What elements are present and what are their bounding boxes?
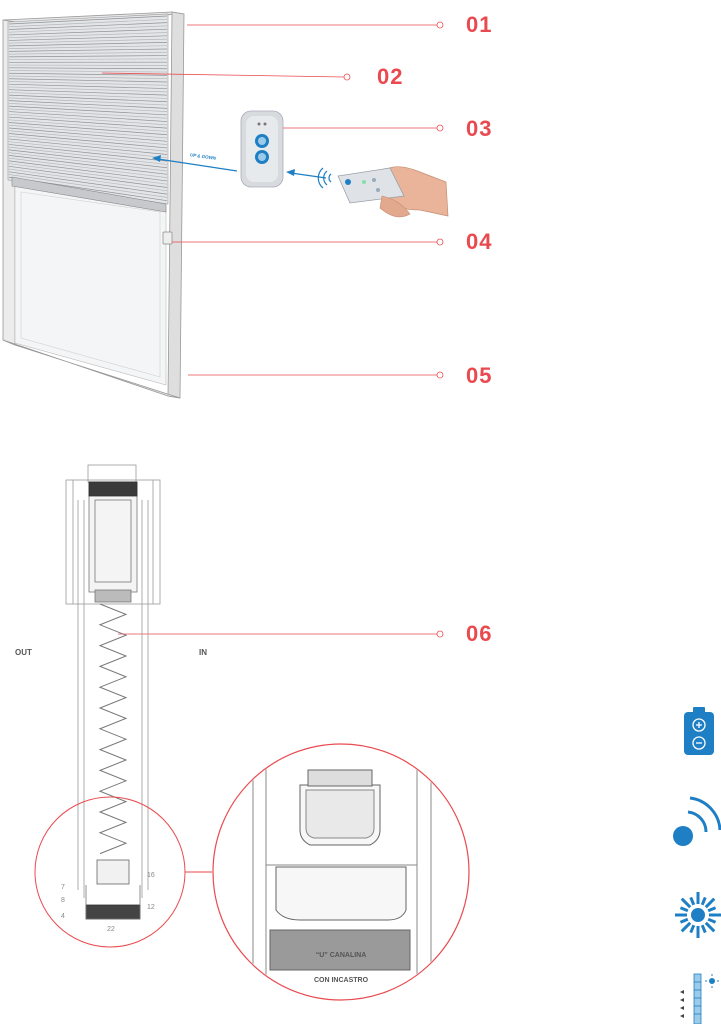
callout-06: 06 [466, 621, 493, 646]
dim-top: 16 [147, 872, 155, 879]
callout-03: 03 [466, 116, 493, 141]
blind-sun-icon [680, 973, 719, 1024]
callout-lines [101, 21, 444, 638]
wall-receiver [240, 110, 284, 188]
cross-section [65, 464, 161, 920]
remote-arrow [286, 169, 327, 179]
in-label: IN [199, 648, 207, 657]
caption-line1: “U” CANALINA [315, 952, 367, 959]
dim-c: 4 [61, 913, 65, 920]
pleat-zigzag [98, 603, 128, 855]
dim-bottom: 22 [107, 926, 115, 933]
blind-bottom-rail [11, 176, 167, 213]
up-down-arrow [152, 155, 238, 172]
detail-zoom [212, 743, 470, 1001]
callout-01: 01 [466, 12, 493, 37]
battery-icon [684, 707, 714, 755]
callout-02: 02 [377, 64, 404, 89]
callout-05: 05 [466, 363, 493, 388]
dim-a: 7 [61, 884, 65, 891]
hand-with-remote [337, 166, 449, 218]
signal-waves-icon [317, 167, 332, 189]
wireless-signal-icon [673, 796, 721, 846]
caption-line2: CON INCASTRO [313, 977, 369, 984]
dim-b: 8 [61, 897, 65, 904]
callout-04: 04 [466, 229, 493, 254]
sun-icon [675, 892, 721, 938]
out-label: OUT [15, 648, 32, 657]
pleated-blind [7, 13, 169, 205]
side-control-box [162, 231, 173, 245]
dim-right: 12 [147, 904, 155, 911]
